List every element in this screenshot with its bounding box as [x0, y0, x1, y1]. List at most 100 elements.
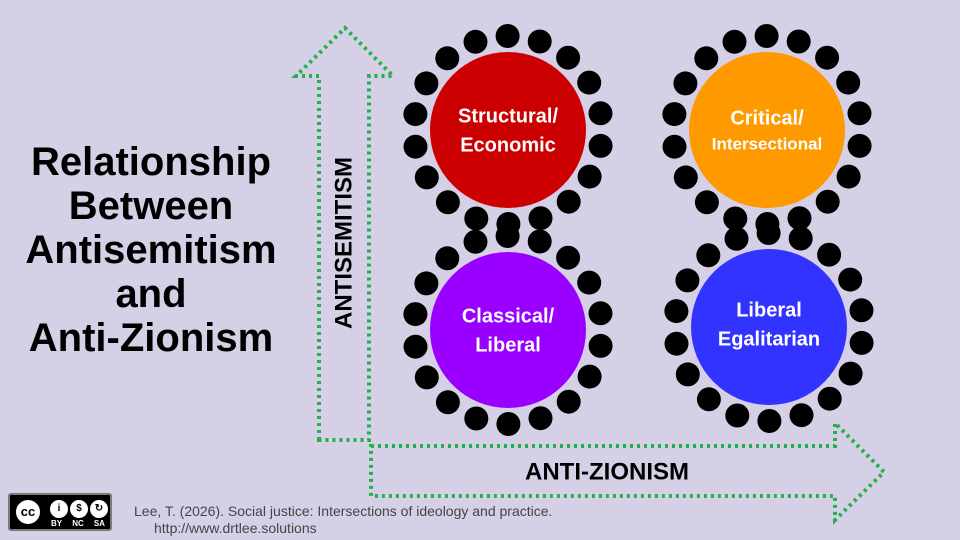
ring-dot — [815, 45, 840, 70]
ring-dot — [675, 268, 700, 293]
ring-dot — [723, 206, 748, 231]
citation-url: http://www.drtlee.solutions — [154, 520, 317, 536]
ring-dot — [577, 70, 602, 95]
ring-dot — [696, 387, 721, 412]
ring-dot — [847, 133, 872, 158]
ring-dot — [662, 102, 687, 127]
ring-dot — [577, 164, 602, 189]
citation-text: Lee, T. (2026). Social justice: Intersec… — [134, 503, 553, 519]
ring-dot — [463, 229, 488, 254]
sharealike-icon: ↻ — [88, 498, 110, 520]
ring-dot — [696, 243, 721, 268]
ring-dot — [464, 406, 489, 431]
quadrant-structural-economic: Structural/ Economic — [430, 52, 586, 208]
noncommercial-icon: $ — [68, 498, 90, 520]
ring-dot — [849, 330, 874, 355]
ring-dot — [496, 412, 521, 436]
ring-dot — [694, 46, 719, 71]
quadrant-label: Critical/ — [730, 107, 804, 129]
ring-dot — [817, 242, 842, 267]
license-labels: BY NC SA — [46, 519, 110, 528]
ring-dot — [435, 390, 460, 415]
license-label: BY — [51, 519, 63, 528]
ring-dot — [675, 362, 700, 387]
ring-dot — [403, 334, 428, 359]
cc-icon: cc — [14, 498, 42, 526]
quadrant-circle — [689, 52, 845, 208]
license-label: SA — [93, 519, 105, 528]
ring-dot — [527, 29, 552, 54]
ring-dot — [414, 271, 439, 296]
ring-dot — [757, 409, 782, 433]
quadrant-label: Liberal — [736, 299, 802, 321]
ring-dot — [463, 29, 488, 54]
ring-dot — [577, 270, 602, 295]
ring-dot — [403, 134, 428, 159]
attribution-icon: i — [48, 498, 70, 520]
quadrant-liberal-egalitarian: Liberal Egalitarian — [691, 249, 847, 405]
quadrant-label: Economic — [460, 134, 556, 156]
ring-dot — [527, 229, 552, 254]
cc-license-badge: cc i $ ↻ BY NC SA — [8, 493, 112, 531]
title-line: Antisemitism — [25, 228, 277, 272]
ring-dot — [849, 298, 874, 323]
ring-dot — [435, 246, 460, 271]
ring-dot — [403, 102, 428, 127]
ring-dot — [787, 206, 812, 231]
ring-dot — [435, 190, 460, 215]
ring-dot — [435, 46, 460, 71]
ring-dot — [817, 386, 842, 411]
ring-dot — [588, 301, 613, 326]
license-label: NC — [72, 519, 84, 528]
ring-dot — [414, 71, 439, 96]
horizontal-axis-label: ANTI-ZIONISM — [525, 458, 689, 485]
ring-dot — [556, 189, 581, 214]
quadrant-circle — [430, 52, 586, 208]
ring-dot — [588, 133, 613, 158]
quadrant-label: Classical/ — [462, 305, 555, 327]
title-line: Anti-Zionism — [28, 316, 274, 360]
vertical-axis-label: ANTISEMITISM — [330, 157, 357, 329]
quadrant-label: Intersectional — [712, 134, 823, 153]
title-line: Between — [68, 184, 234, 228]
ring-dot — [414, 165, 439, 190]
slide-title: Relationship Between Antisemitism and An… — [8, 140, 294, 360]
ring-dot — [664, 331, 689, 356]
ring-dot — [836, 164, 861, 189]
ring-dot — [403, 302, 428, 327]
ring-dot — [577, 364, 602, 389]
quadrant-label: Structural/ — [458, 105, 558, 127]
dot-rings — [403, 24, 874, 436]
quadrant-label: Egalitarian — [718, 328, 820, 350]
ring-dot — [556, 245, 581, 270]
ring-dot — [556, 389, 581, 414]
citation: Lee, T. (2026). Social justice: Intersec… — [134, 503, 552, 537]
ring-dot — [556, 45, 581, 70]
title-line: Relationship — [30, 140, 272, 184]
ring-dot — [528, 206, 553, 231]
quadrant-circle — [691, 249, 847, 405]
ring-dot — [662, 134, 687, 159]
ring-dot — [789, 403, 814, 428]
title-line: and — [115, 272, 187, 316]
quadrant-label: Liberal — [475, 334, 541, 356]
ring-dot — [725, 403, 750, 428]
ring-dot — [528, 406, 553, 431]
ring-dot — [815, 189, 840, 214]
quadrant-critical-intersectional: Critical/ Intersectional — [689, 52, 845, 208]
ring-dot — [836, 70, 861, 95]
horizontal-axis-arrow — [369, 418, 887, 525]
ring-dot — [495, 224, 520, 248]
ring-dot — [673, 71, 698, 96]
quadrant-classical-liberal: Classical/ Liberal — [430, 252, 586, 408]
ring-dot — [588, 333, 613, 358]
ring-dot — [847, 101, 872, 126]
ring-dot — [414, 365, 439, 390]
ring-dot — [495, 24, 520, 48]
quadrant-circle — [430, 252, 586, 408]
ring-dot — [588, 101, 613, 126]
ring-dot — [788, 226, 813, 251]
ring-dot — [724, 226, 749, 251]
ring-dot — [786, 29, 811, 54]
